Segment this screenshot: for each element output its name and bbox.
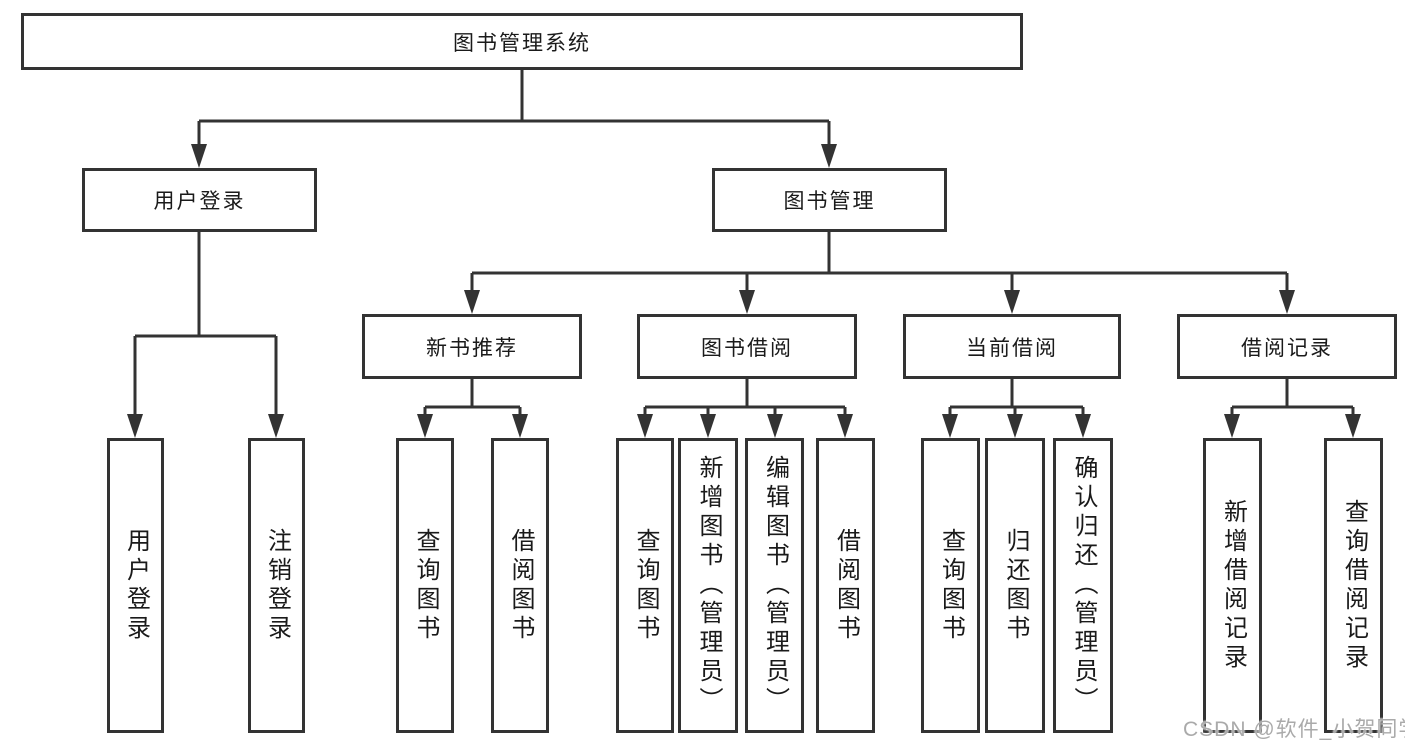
node-label: 借阅图书 — [832, 527, 860, 644]
node-query-books-2: 查询图书 — [616, 438, 674, 733]
node-label: 归还图书 — [1002, 527, 1029, 644]
node-label: 查询图书 — [412, 527, 439, 644]
node-label: 图书管理 — [783, 190, 876, 213]
node-library-system: 图书管理系统 — [21, 13, 1023, 70]
node-new-book-recommend: 新书推荐 — [362, 314, 582, 379]
node-confirm-return-admin: 确认归还（管理员） — [1053, 438, 1113, 733]
node-label: 用户登录 — [153, 190, 246, 213]
node-label: 查询借阅记录 — [1340, 498, 1368, 673]
csdn-watermark: CSDN @软件_小贺同学 — [1183, 718, 1405, 741]
node-label: 确认归还（管理员） — [1070, 455, 1097, 716]
node-user-login: 用户登录 — [82, 168, 317, 232]
node-borrow-books-1: 借阅图书 — [491, 438, 549, 733]
node-return-book: 归还图书 — [985, 438, 1045, 733]
node-label: 当前借阅 — [966, 336, 1058, 360]
node-current-borrow: 当前借阅 — [903, 314, 1121, 379]
node-query-books-1: 查询图书 — [396, 438, 454, 733]
node-edit-book-admin: 编辑图书（管理员） — [745, 438, 804, 733]
node-label: 新书推荐 — [426, 336, 518, 360]
node-book-management: 图书管理 — [712, 168, 947, 232]
node-label: 新增借阅记录 — [1219, 498, 1247, 673]
connector-arrowheads — [127, 144, 1361, 438]
node-user-login-leaf: 用户登录 — [107, 438, 164, 733]
node-logout: 注销登录 — [248, 438, 305, 733]
node-label: 用户登录 — [122, 527, 150, 644]
node-label: 借阅记录 — [1241, 336, 1333, 360]
node-label: 注销登录 — [263, 527, 291, 644]
node-add-book-admin: 新增图书（管理员） — [678, 438, 738, 733]
node-book-borrow: 图书借阅 — [637, 314, 857, 379]
node-label: 借阅图书 — [507, 527, 534, 644]
node-borrow-books-2: 借阅图书 — [816, 438, 875, 733]
node-query-borrow-record: 查询借阅记录 — [1324, 438, 1383, 733]
node-label: 查询图书 — [937, 527, 965, 644]
node-borrow-records: 借阅记录 — [1177, 314, 1397, 379]
node-label: 新增图书（管理员） — [695, 455, 722, 716]
node-label: 编辑图书（管理员） — [761, 455, 789, 716]
node-label: 图书管理系统 — [453, 31, 591, 55]
node-label: 查询图书 — [632, 527, 659, 644]
node-label: 图书借阅 — [701, 336, 793, 360]
node-add-borrow-record: 新增借阅记录 — [1203, 438, 1262, 733]
node-query-books-3: 查询图书 — [921, 438, 980, 733]
